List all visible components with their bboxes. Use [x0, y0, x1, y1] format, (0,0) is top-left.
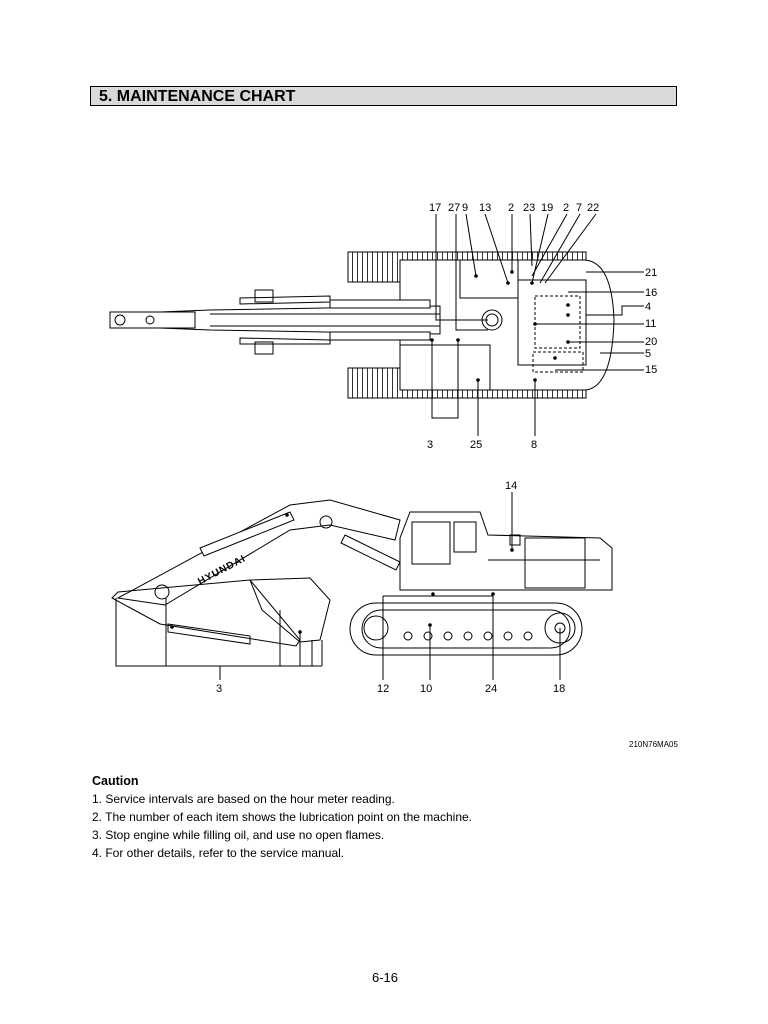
label-11: 11 — [645, 318, 656, 330]
caution-heading: Caution — [92, 774, 139, 788]
label-2b: 2 — [563, 202, 569, 214]
cab-window — [411, 521, 451, 565]
label-16: 16 — [645, 287, 657, 299]
page-number: 6-16 — [372, 970, 399, 985]
caution-item: 3. Stop engine while filling oil, and us… — [92, 828, 385, 842]
idler-wheel — [363, 615, 389, 641]
label-27: 27 — [448, 202, 460, 214]
label-7: 7 — [576, 202, 582, 214]
counterweight-outline — [399, 344, 491, 391]
top-view-drawing — [109, 213, 644, 436]
boom-outline — [159, 305, 441, 335]
caution-section: Caution 1. Service intervals are based o… — [92, 772, 472, 862]
label-19: 19 — [541, 202, 553, 214]
label-14: 14 — [505, 480, 517, 492]
label-10: 10 — [420, 683, 432, 695]
label-21: 21 — [645, 267, 657, 279]
label-23: 23 — [523, 202, 535, 214]
caution-item: 2. The number of each item shows the lub… — [92, 810, 472, 824]
engine-cover — [517, 279, 587, 366]
caution-item: 4. For other details, refer to the servi… — [92, 846, 345, 860]
bucket-side — [249, 577, 331, 643]
label-3-side: 3 — [216, 683, 222, 695]
cab-outline — [459, 259, 519, 299]
label-4: 4 — [645, 301, 651, 313]
track-frame — [349, 602, 583, 656]
side-view-drawing — [111, 492, 613, 680]
label-18: 18 — [553, 683, 565, 695]
battery-dashed-area — [532, 351, 584, 373]
section-title: 5. MAINTENANCE CHART — [90, 86, 677, 106]
caution-item: 1. Service intervals are based on the ho… — [92, 792, 395, 806]
label-24: 24 — [485, 683, 497, 695]
track-rollers — [403, 631, 533, 641]
label-25: 25 — [470, 439, 482, 451]
label-22: 22 — [587, 202, 599, 214]
label-17: 17 — [429, 202, 441, 214]
label-20: 20 — [645, 336, 657, 348]
engine-dashed-area — [534, 295, 581, 349]
label-12: 12 — [377, 683, 389, 695]
label-8: 8 — [531, 439, 537, 451]
boom-side — [116, 499, 401, 606]
house-outline — [399, 511, 613, 591]
figure-code: 210N76MA05 — [629, 740, 678, 749]
label-13: 13 — [479, 202, 491, 214]
label-5: 5 — [645, 348, 651, 360]
label-15: 15 — [645, 364, 657, 376]
label-2a: 2 — [508, 202, 514, 214]
arm-outline — [109, 311, 196, 329]
label-3-top: 3 — [427, 439, 433, 451]
label-9: 9 — [462, 202, 468, 214]
